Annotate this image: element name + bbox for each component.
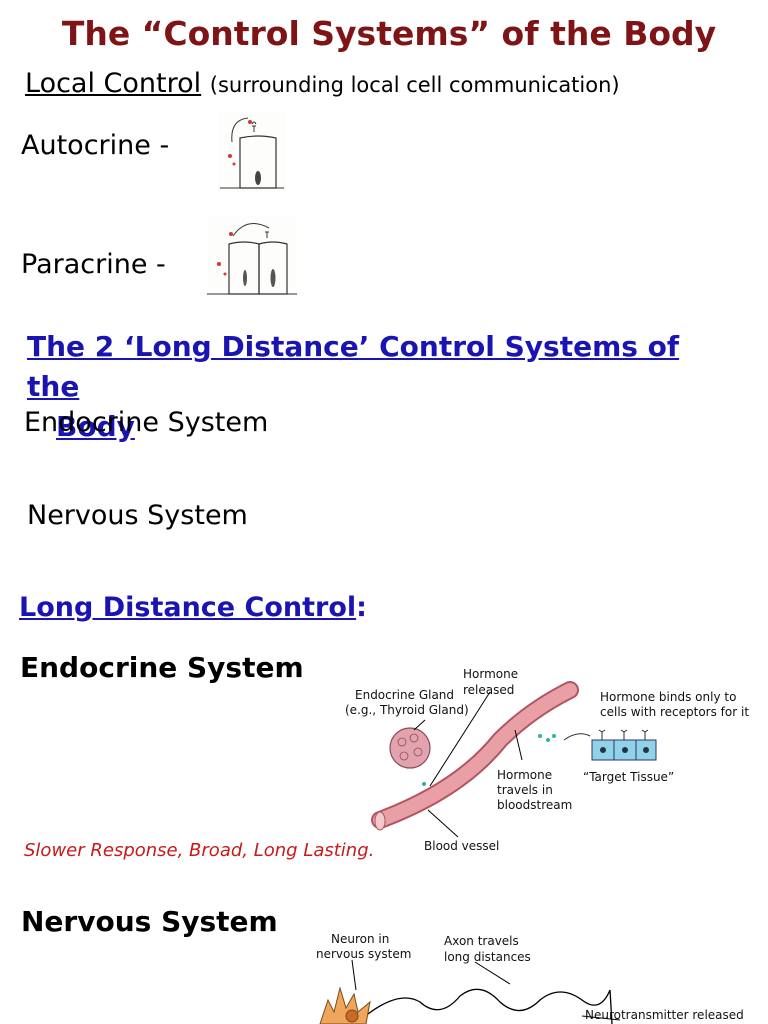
travels-label-line1: Hormone xyxy=(497,768,553,782)
axon xyxy=(367,988,613,1024)
long-distance-heading: The 2 ‘Long Distance’ Control Systems of… xyxy=(27,327,687,447)
long-distance-control-colon: : xyxy=(356,592,367,623)
axon-label-line2: long distances xyxy=(444,950,531,964)
endocrine-gland xyxy=(389,727,431,769)
neuron-label-line1: Neuron in xyxy=(331,932,390,946)
autocrine-sketch xyxy=(218,112,286,192)
long-distance-heading-line1: The 2 ‘Long Distance’ Control Systems of… xyxy=(27,330,680,403)
paracrine-sketch xyxy=(207,216,297,296)
travels-label-line3: bloodstream xyxy=(497,798,573,812)
endocrine-system-item: Endocrine System xyxy=(24,407,269,438)
neurotransmitter-label: Neurotransmitter released xyxy=(585,1008,744,1022)
local-control-note: (surrounding local cell communication) xyxy=(209,73,620,97)
endocrine-heading: Endocrine System xyxy=(20,651,304,684)
long-distance-heading-line2: Body xyxy=(56,410,135,443)
travels-label-line2: travels in xyxy=(497,783,553,797)
endocrine-note: Slower Response, Broad, Long Lasting. xyxy=(24,840,375,861)
local-control-label: Local Control xyxy=(25,68,202,99)
target-tissue-label: “Target Tissue” xyxy=(583,770,675,784)
vessel-label: Blood vessel xyxy=(424,839,500,853)
neuron-cell-body xyxy=(319,986,371,1024)
paracrine-label: Paracrine - xyxy=(21,249,166,280)
gland-label-line2: (e.g., Thyroid Gland) xyxy=(345,703,469,717)
hormone-released-line1: Hormone xyxy=(463,667,519,681)
gland-label-line1: Endocrine Gland xyxy=(355,688,455,702)
binds-label-line2: cells with receptors for it xyxy=(600,705,750,719)
target-tissue xyxy=(591,729,657,761)
nervous-heading: Nervous System xyxy=(21,905,278,938)
binds-label-line1: Hormone binds only to xyxy=(600,690,737,704)
autocrine-label: Autocrine - xyxy=(21,130,170,161)
axon-label-line1: Axon travels xyxy=(444,934,519,948)
local-control-heading: Local Control (surrounding local cell co… xyxy=(25,68,620,99)
endocrine-diagram xyxy=(371,681,657,838)
page-title: The “Control Systems” of the Body xyxy=(61,14,717,53)
hormone-released-line2: released xyxy=(463,683,515,697)
nervous-system-item: Nervous System xyxy=(27,500,248,531)
long-distance-control-heading: Long Distance Control: xyxy=(19,592,367,623)
neuron-label-line2: nervous system xyxy=(316,947,412,961)
long-distance-control-label: Long Distance Control xyxy=(19,592,357,623)
nervous-diagram xyxy=(319,959,621,1024)
